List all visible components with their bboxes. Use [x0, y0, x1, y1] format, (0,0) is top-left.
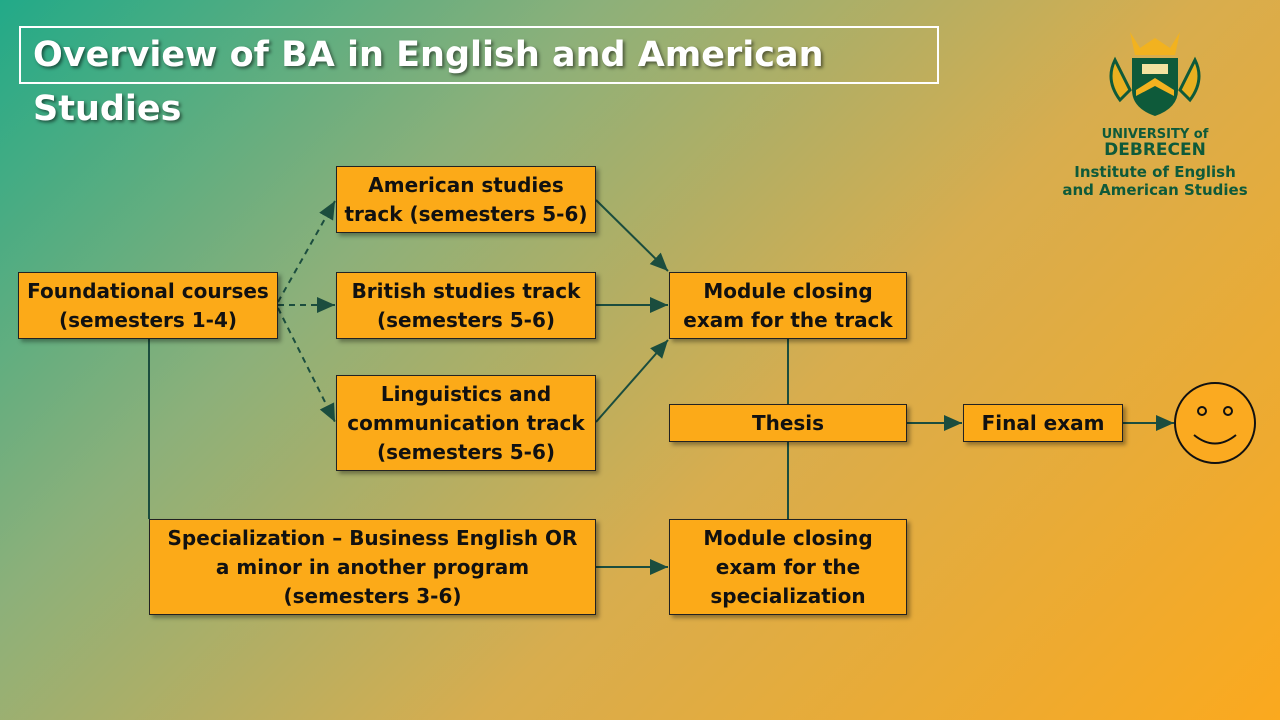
node-american-track: American studies track (semesters 5-6): [336, 166, 596, 233]
university-name-line2: DEBRECEN: [1104, 140, 1206, 160]
node-specialization: Specialization – Business English OR a m…: [149, 519, 596, 615]
node-module-exam-track: Module closing exam for the track: [669, 272, 907, 339]
node-foundational-courses: Foundational courses (semesters 1-4): [18, 272, 278, 339]
node-linguistics-track: Linguistics and communication track (sem…: [336, 375, 596, 471]
institute-name: Institute of English and American Studie…: [1062, 163, 1248, 199]
node-final-exam: Final exam: [963, 404, 1123, 442]
node-module-exam-specialization: Module closing exam for the specializati…: [669, 519, 907, 615]
arrow-foundational-linguistics: [277, 307, 336, 423]
arrow-american-module: [595, 199, 669, 272]
university-logo: UNIVERSITY of DEBRECEN Institute of Engl…: [1060, 20, 1250, 199]
arrow-foundational-american: [277, 200, 336, 303]
university-name-line1: UNIVERSITY of: [1101, 127, 1209, 142]
node-thesis: Thesis: [669, 404, 907, 442]
smiley-icon: [1174, 382, 1256, 464]
arrow-linguistics-module: [595, 339, 669, 423]
node-british-track: British studies track (semesters 5-6): [336, 272, 596, 339]
page-title: Overview of BA in English and American S…: [19, 26, 939, 129]
crest-icon: [1109, 32, 1201, 116]
